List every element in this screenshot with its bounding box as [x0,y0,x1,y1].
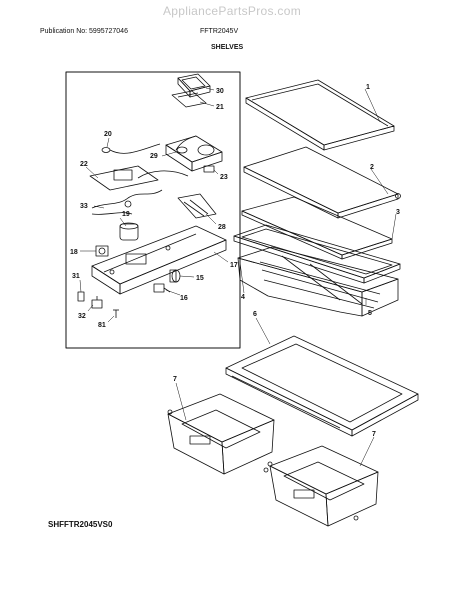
callout-4: 4 [241,294,245,301]
callout-2: 2 [370,164,374,171]
part-15-lamp [169,269,181,283]
callout-18: 18 [70,249,78,256]
callout-81: 81 [98,322,106,329]
part-4-shelf-frame [233,224,401,284]
part-81-screw [113,309,119,318]
callout-3: 3 [396,209,400,216]
callout-22: 22 [80,161,88,168]
callout-15: 15 [196,275,204,282]
callout-31: 31 [72,273,80,280]
part-17-main-housing [91,225,227,295]
callout-7-left: 7 [173,376,177,383]
part-19-damper [119,222,139,241]
site-watermark: AppliancePartsPros.com [163,4,301,18]
part-6-crisper-cover [225,335,419,437]
callout-28: 28 [218,224,226,231]
part-30-light-cover [177,73,211,98]
part-28-vent-housing [177,193,217,219]
control-housing-panel [65,71,241,349]
part-20-wire-clip [101,143,161,154]
callout-17: 17 [230,262,238,269]
callout-33: 33 [80,203,88,210]
callout-1: 1 [366,84,370,91]
part-33-wire-harness [91,189,163,215]
callout-20: 20 [104,131,112,138]
part-32-plunger [91,296,103,309]
part-29-control-assembly [165,135,223,172]
part-5-crisper-frame [237,246,399,317]
callout-29: 29 [150,153,158,160]
model-number: FFTR2045V [200,28,239,35]
part-22-control-board [89,165,189,191]
part-2-glass-shelf [243,146,401,219]
section-title: SHELVES [211,44,244,51]
callout-30: 30 [216,88,224,95]
callout-23: 23 [220,174,228,181]
part-7-crisper-drawer-left [167,393,275,475]
callout-7-right: 7 [372,431,376,438]
part-1-glass-shelf [245,79,395,151]
part-21-bracket [171,90,207,108]
callout-21: 21 [216,104,224,111]
publication-number: Publication No: 5995727046 [40,28,128,35]
callout-32: 32 [78,313,86,320]
leader-lines [79,87,397,467]
callout-6: 6 [253,311,257,318]
callout-5: 5 [368,310,372,317]
callout-19: 19 [122,211,130,218]
callout-16: 16 [180,295,188,302]
diagram-code: SHFFTR2045VS0 [48,520,113,529]
part-31-switch [77,291,85,302]
part-7-crisper-drawer-right [263,445,379,527]
part-23-connector [203,165,215,173]
part-18-thermostat [95,245,109,257]
